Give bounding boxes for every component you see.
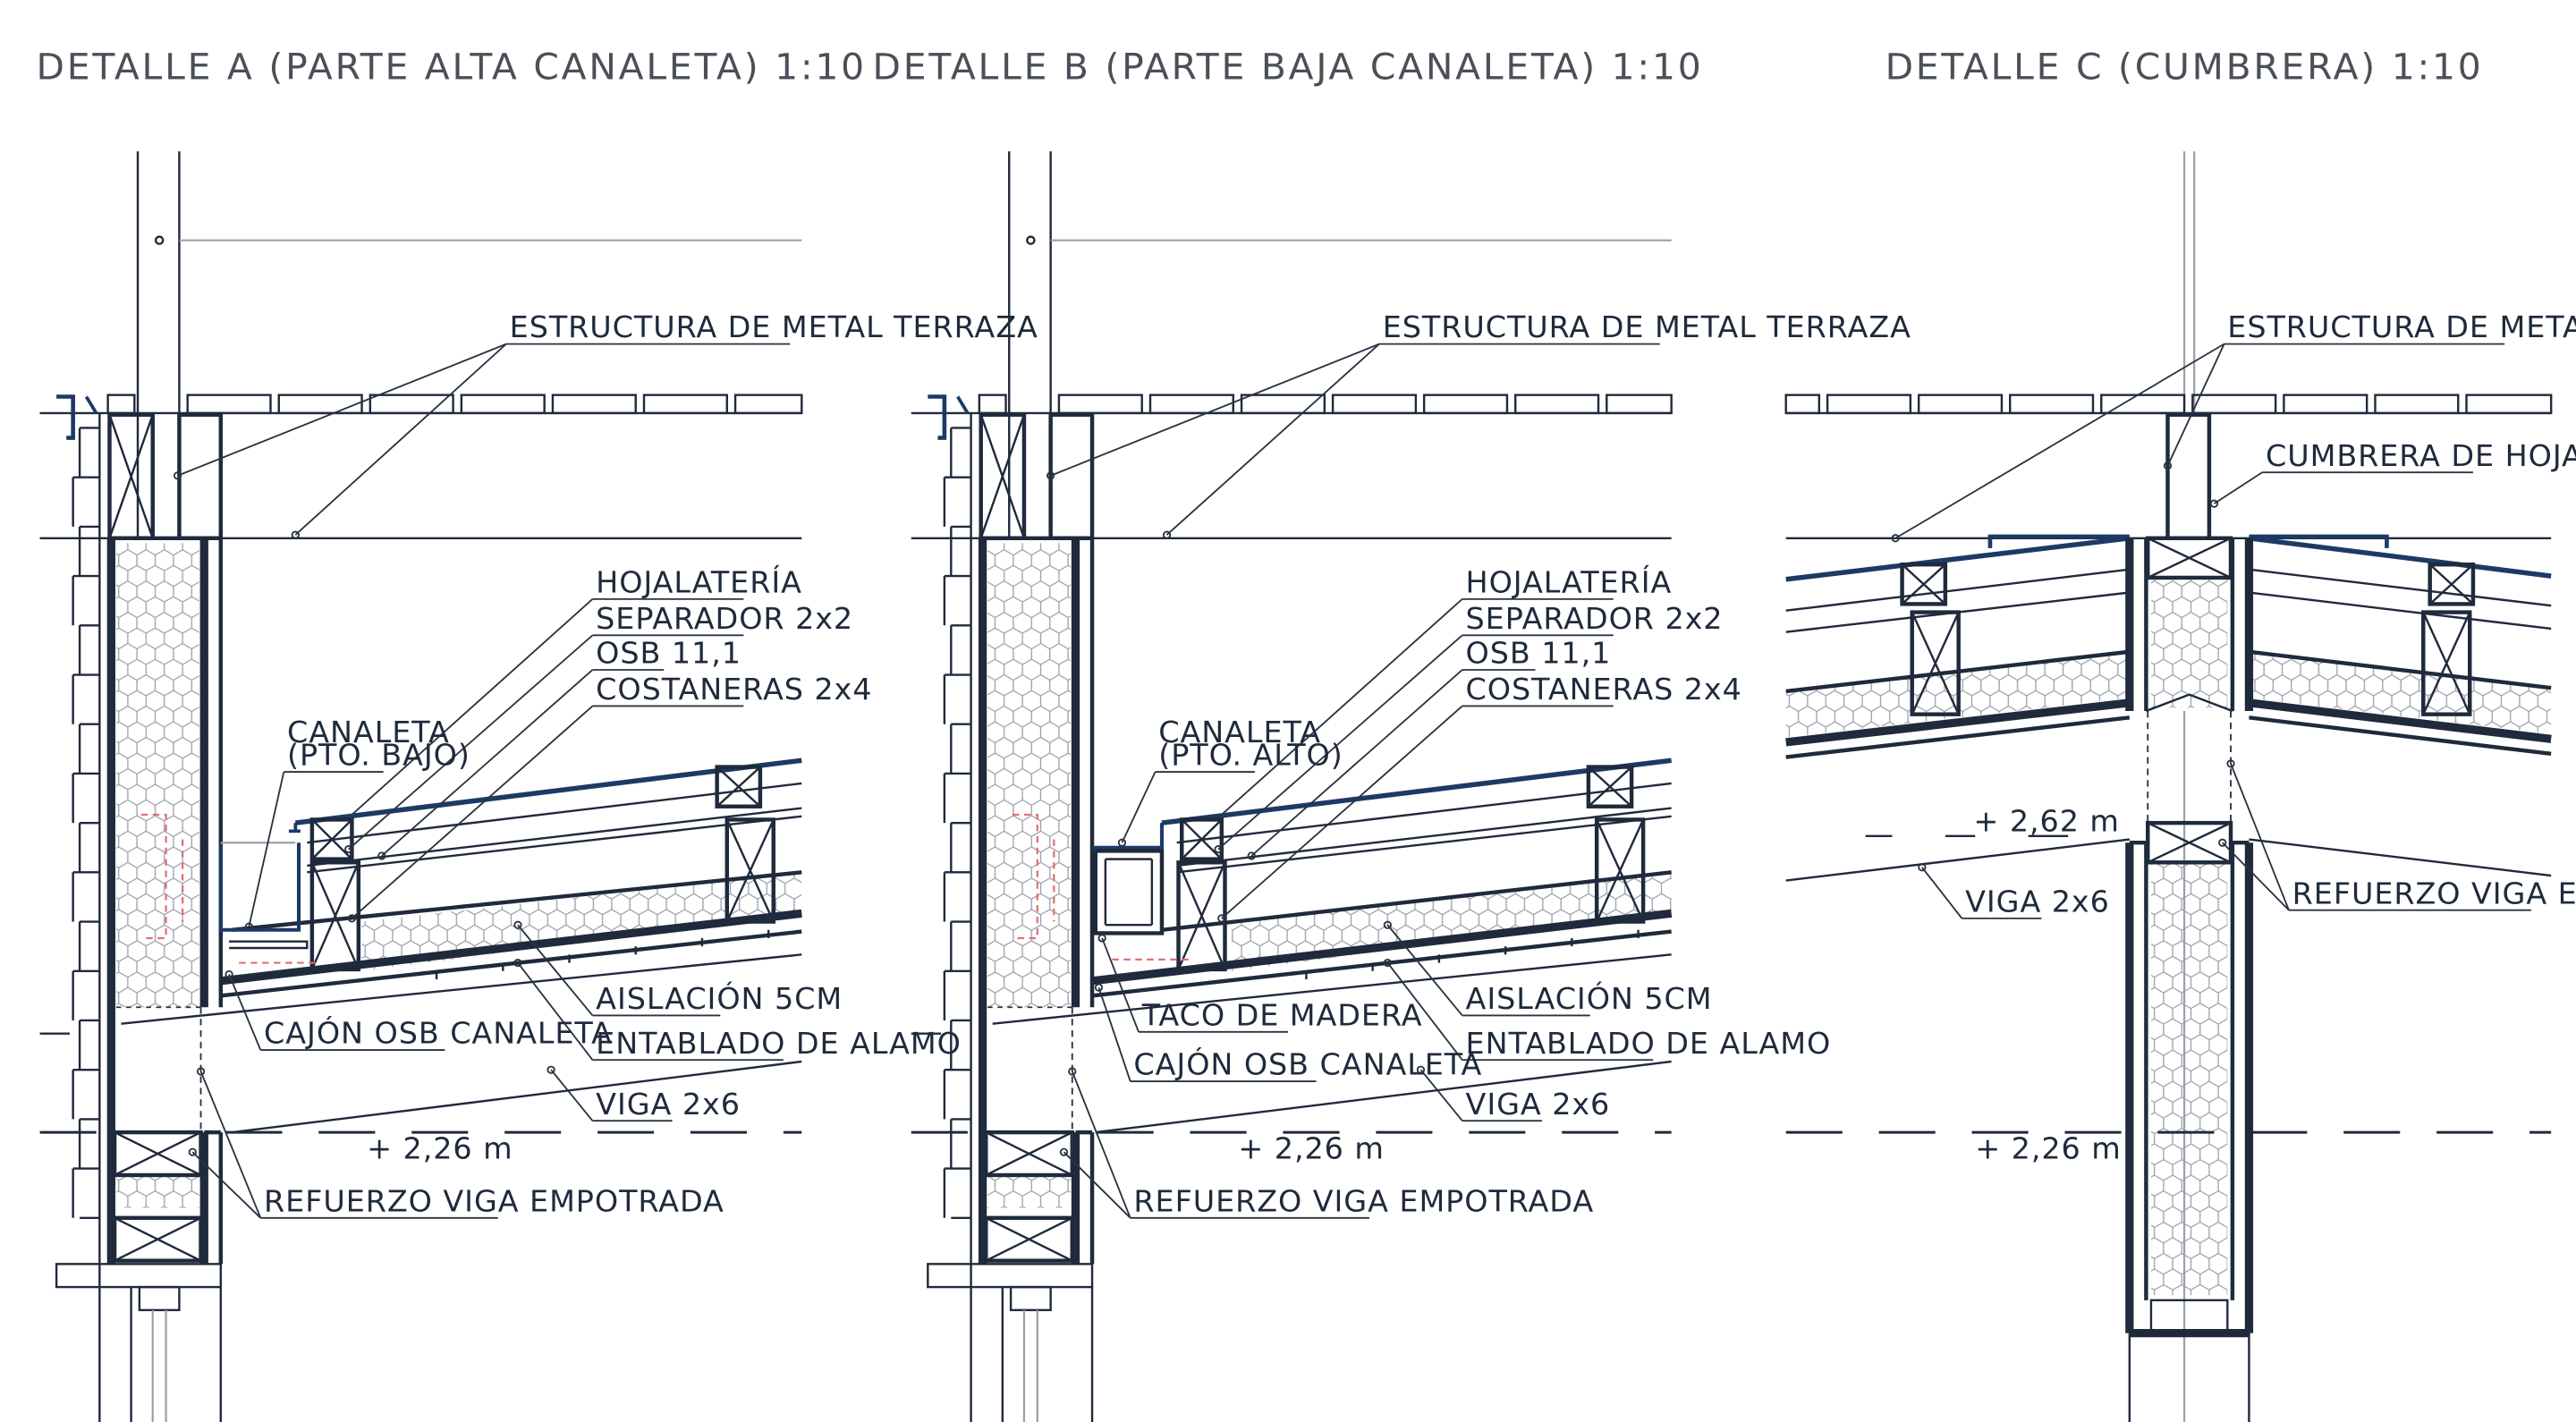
detail-b-brick-wall [911, 412, 972, 1422]
detail-b-taco-label: TACO DE MADERA [1141, 998, 1423, 1033]
detail-b-canaleta-label-1: CANALETA [1158, 715, 1321, 749]
detail-a-roof [121, 758, 802, 1134]
detail-c-title: DETALLE C (CUMBRERA) 1:10 [1885, 45, 2484, 88]
detail-c-level-label: + 2,26 m [1975, 1131, 2122, 1166]
detail-a-hojalateria-label: HOJALATERÍA [596, 564, 802, 600]
detail-b-canaleta-label-2: (PTO. ALTO) [1158, 738, 1343, 773]
detail-b-title: DETALLE B (PARTE BAJA CANALETA) 1:10 [873, 45, 1704, 88]
detail-b-osb-label: OSB 11,1 [1466, 636, 1612, 671]
detail-b-level-label: + 2,26 m [1238, 1131, 1385, 1166]
detail-a-insulated-wall [55, 536, 224, 1422]
detail-c-viga-label: VIGA 2x6 [1965, 885, 2110, 919]
detail-b-costaneras-label: COSTANERAS 2x4 [1466, 672, 1742, 707]
detail-b-level-line: + 2,26 m [911, 1007, 1672, 1166]
detail-a-estructura-label: ESTRUCTURA DE METAL TERRAZA [510, 309, 1038, 344]
detail-a-brick-wall [39, 412, 101, 1422]
detail-c-refuerzo-label: REFUERZO VIGA EMPOTRADA [2292, 876, 2576, 910]
detail-b-hojalateria-label: HOJALATERÍA [1466, 564, 1673, 600]
detail-a-canaleta-label-2: (PTO. BAJO) [287, 738, 470, 773]
detail-c: + 2,62 m + 2,26 m ESTRUCTURA DE METAL TE… [1784, 151, 2576, 1422]
detail-b-refuerzo-label: REFUERZO VIGA EMPOTRADA [1133, 1184, 1594, 1219]
detail-a-osb-label: OSB 11,1 [596, 636, 741, 671]
detail-b-estructura-label: ESTRUCTURA DE METAL TERRAZA [1383, 309, 1911, 344]
detail-a-refuerzo-label: REFUERZO VIGA EMPOTRADA [264, 1184, 724, 1219]
detail-a-entablado-label: ENTABLADO DE ALAMO [596, 1026, 962, 1061]
detail-a-level-line: + 2,26 m [39, 1007, 802, 1166]
detail-c-lower-wall [1785, 820, 2552, 1422]
detail-a-annotations: ESTRUCTURA DE METAL TERRAZA HOJALATERÍA … [173, 309, 1038, 1219]
detail-a-viga-label: VIGA 2x6 [596, 1087, 741, 1122]
detail-b-insulated-wall [927, 536, 1095, 1422]
detail-b: + 2,26 m ESTRUCTURA DE METAL TERRAZA HOJ… [911, 151, 1911, 1422]
detail-c-annotations: ESTRUCTURA DE METAL TERRAZA CUMBRERA DE … [1891, 309, 2576, 919]
detail-a-title: DETALLE A (PARTE ALTA CANALETA) 1:10 [37, 45, 867, 88]
detail-c-level-top-label: + 2,62 m [1973, 803, 2120, 838]
detail-c-estructura-label: ESTRUCTURA DE METAL TERRAZA [2227, 309, 2576, 344]
detail-b-roof [992, 758, 1673, 1134]
detail-c-levels: + 2,62 m + 2,26 m [1785, 803, 2552, 1166]
detail-b-aislacion-label: AISLACIÓN 5CM [1466, 980, 1713, 1016]
detail-b-cajon-label: CAJÓN OSB CANALETA [1133, 1046, 1482, 1082]
detail-b-entablado-label: ENTABLADO DE ALAMO [1466, 1026, 1832, 1061]
detail-a-cajon-label: CAJÓN OSB CANALETA [264, 1015, 613, 1051]
detail-a-level-label: + 2,26 m [367, 1131, 513, 1166]
detail-c-cumbrera-label: CUMBRERA DE HOJALATA [2266, 438, 2576, 473]
detail-a-separador-label: SEPARADOR 2x2 [596, 601, 853, 636]
detail-a: + 2,26 m ESTRUCTURA DE METAL TERRAZA HOJ… [39, 151, 1038, 1422]
detail-c-ridge [1785, 534, 2552, 1422]
detail-a-aislacion-label: AISLACIÓN 5CM [596, 980, 843, 1016]
detail-b-annotations: ESTRUCTURA DE METAL TERRAZA HOJALATERÍA … [1046, 309, 1911, 1219]
detail-b-separador-label: SEPARADOR 2x2 [1466, 601, 1724, 636]
detail-a-canaleta-label-1: CANALETA [287, 715, 450, 749]
detail-a-costaneras-label: COSTANERAS 2x4 [596, 672, 872, 707]
detail-b-viga-label: VIGA 2x6 [1466, 1087, 1611, 1122]
